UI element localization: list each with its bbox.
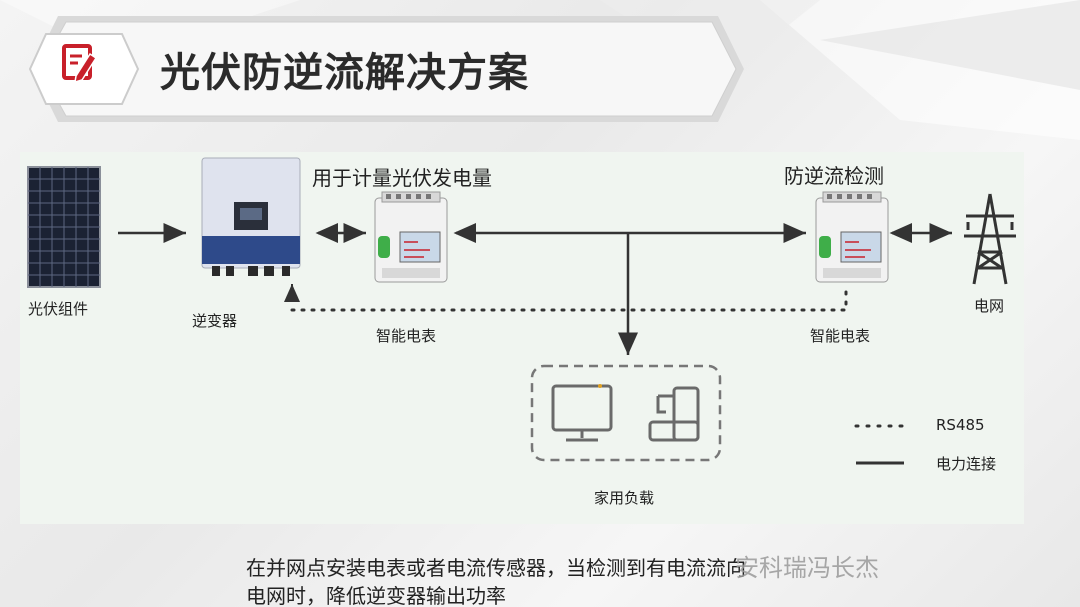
appliance-icon xyxy=(648,386,700,442)
meter2-top-label: 防逆流检测 xyxy=(784,164,884,188)
edit-icon xyxy=(50,38,102,90)
meter2-label: 智能电表 xyxy=(810,327,871,345)
watermark: 安科瑞冯长杰 xyxy=(735,554,879,582)
header-banner-shape xyxy=(28,16,744,122)
meter1-label: 智能电表 xyxy=(376,327,437,345)
footer-line-2: 电网时，降低逆变器输出功率 xyxy=(246,584,506,607)
rs485-line xyxy=(290,282,848,312)
legend-power-label: 电力连接 xyxy=(936,455,997,473)
footer-line-1: 在并网点安装电表或者电流传感器，当检测到有电流流向 xyxy=(246,556,746,580)
load-box xyxy=(530,364,722,462)
inverter-icon xyxy=(201,157,301,276)
smart-meter-1-icon xyxy=(374,191,448,283)
inverter-label: 逆变器 xyxy=(192,312,238,330)
load-label: 家用负载 xyxy=(594,489,655,507)
pv-module-label: 光伏组件 xyxy=(28,300,89,318)
meter1-top-label: 用于计量光伏发电量 xyxy=(312,166,492,190)
monitor-icon xyxy=(551,384,613,442)
power-tower-icon xyxy=(964,193,1016,285)
smart-meter-2-icon xyxy=(815,191,889,283)
legend-rs485-label: RS485 xyxy=(936,416,985,434)
header-banner xyxy=(18,12,746,126)
solar-panel-icon xyxy=(27,166,101,288)
page-title: 光伏防逆流解决方案 xyxy=(160,50,529,96)
grid-label: 电网 xyxy=(974,297,1005,315)
